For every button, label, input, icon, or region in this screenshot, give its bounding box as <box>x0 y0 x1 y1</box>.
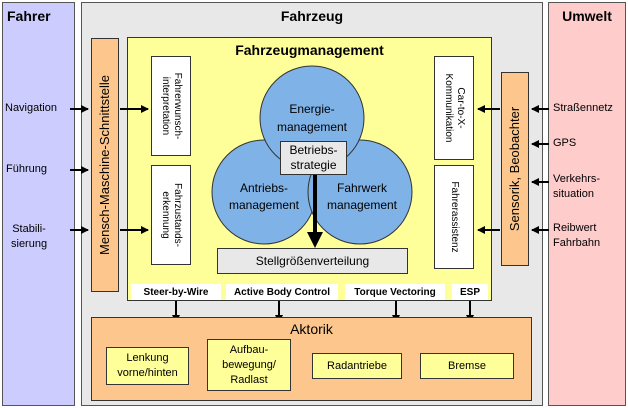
function-torque-vectoring: Torque Vectoring <box>345 284 445 300</box>
sensor-strip: Sensorik, Beobachter <box>501 72 529 266</box>
management-title: Fahrzeugmanagement <box>235 42 384 58</box>
driver-item-stabilisierung: Stabili- sierung <box>11 223 48 250</box>
actuator-lenkung: Lenkung vorne/hinten <box>106 347 189 385</box>
box-fahrzustand: Fahrzustands- erkennung <box>151 165 191 265</box>
actuators-title: Aktorik <box>290 321 333 337</box>
circle-antrieb-label: Antriebs- management <box>228 181 300 212</box>
function-active-body-control: Active Body Control <box>226 284 338 300</box>
driver-column: Fahrer <box>2 2 75 406</box>
env-item-strassennetz: Straßennetz <box>553 102 613 114</box>
function-esp: ESP <box>452 284 488 300</box>
box-fahrerassistenz: Fahrerassistenz <box>434 165 474 269</box>
environment-title: Umwelt <box>562 8 612 24</box>
env-item-reibwert: Reibwert Fahrbahn <box>553 222 601 249</box>
function-steer-by-wire: Steer-by-Wire <box>131 284 221 300</box>
env-item-gps: GPS <box>553 137 577 149</box>
circle-energie-label: Energie- management <box>276 102 348 134</box>
driver-title: Fahrer <box>7 8 51 24</box>
circle-fahrwerk-label: Fahrwerk management <box>326 181 398 212</box>
actuator-bremse: Bremse <box>420 353 514 379</box>
driver-item-navigation: Navigation <box>5 102 57 114</box>
box-fahrerwunsch: Fahrerwunsch- interpretation <box>151 56 191 156</box>
box-car2x: Car-to-X- Kommunikation <box>434 56 474 160</box>
arrow-strategy-head <box>307 232 323 248</box>
hmi-strip: Mensch-Maschine-Schnittstelle <box>91 38 119 292</box>
distribution-box: Stellgrößenverteilung <box>217 248 408 274</box>
driver-item-fuehrung: Führung <box>6 163 47 175</box>
environment-column: Umwelt <box>548 2 626 406</box>
actuator-aufbau: Aufbau- bewegung/ Radlast <box>207 339 291 391</box>
env-item-verkehrssituation: Verkehrs- situation <box>553 173 601 200</box>
actuator-radantriebe: Radantriebe <box>312 353 402 379</box>
vehicle-title: Fahrzeug <box>280 8 344 24</box>
strategy-box: Betriebs- strategie <box>280 141 347 175</box>
